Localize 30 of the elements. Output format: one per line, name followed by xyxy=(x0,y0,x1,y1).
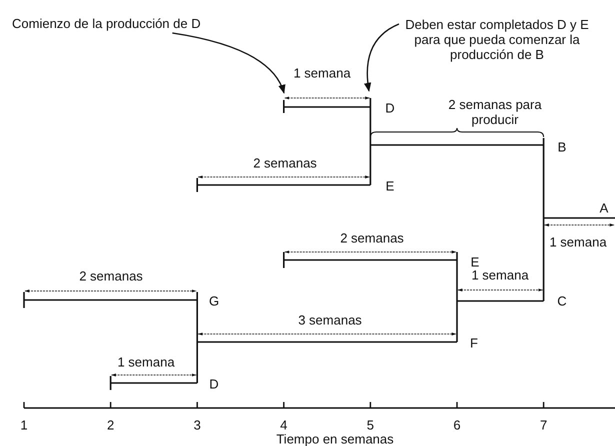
tick-label: 5 xyxy=(366,418,374,432)
annotation-text: Comienzo de la producción de D xyxy=(12,16,201,31)
annotation-text: Deben estar completados D y E para que pueda comenzar la producción de B xyxy=(404,17,590,62)
axis-title: Tiempo en semanas xyxy=(276,432,394,446)
tick-label: 4 xyxy=(280,418,288,432)
item-letter: D xyxy=(209,376,219,392)
tick-label: 3 xyxy=(194,418,201,432)
duration-label: 2 semanas xyxy=(340,230,404,246)
item-letter: E xyxy=(386,178,394,194)
tick-label: 7 xyxy=(540,418,548,432)
tick-label: 2 xyxy=(106,418,114,432)
item-letter: G xyxy=(208,294,220,308)
item-letter: F xyxy=(470,336,478,350)
duration-label: 2 semanas para producir xyxy=(447,97,543,127)
leader-arrow xyxy=(172,32,285,94)
duration-label: 2 semanas xyxy=(253,156,317,170)
tick-label: 6 xyxy=(453,418,461,432)
item-letter: C xyxy=(557,294,567,308)
item-letter: B xyxy=(558,140,566,154)
item-letter: E xyxy=(470,254,480,270)
duration-label: 3 semanas xyxy=(298,312,362,328)
leader-arrow xyxy=(364,23,400,92)
duration-label: 1 semana xyxy=(471,268,529,282)
duration-label: 1 semana xyxy=(117,354,175,370)
item-letter: D xyxy=(385,100,395,116)
item-letter: A xyxy=(600,200,608,216)
tick-label: 1 xyxy=(20,418,28,432)
duration-label: 1 semana xyxy=(293,66,351,80)
duration-label: 2 semanas xyxy=(79,268,143,284)
duration-label: 1 semana xyxy=(549,234,607,250)
